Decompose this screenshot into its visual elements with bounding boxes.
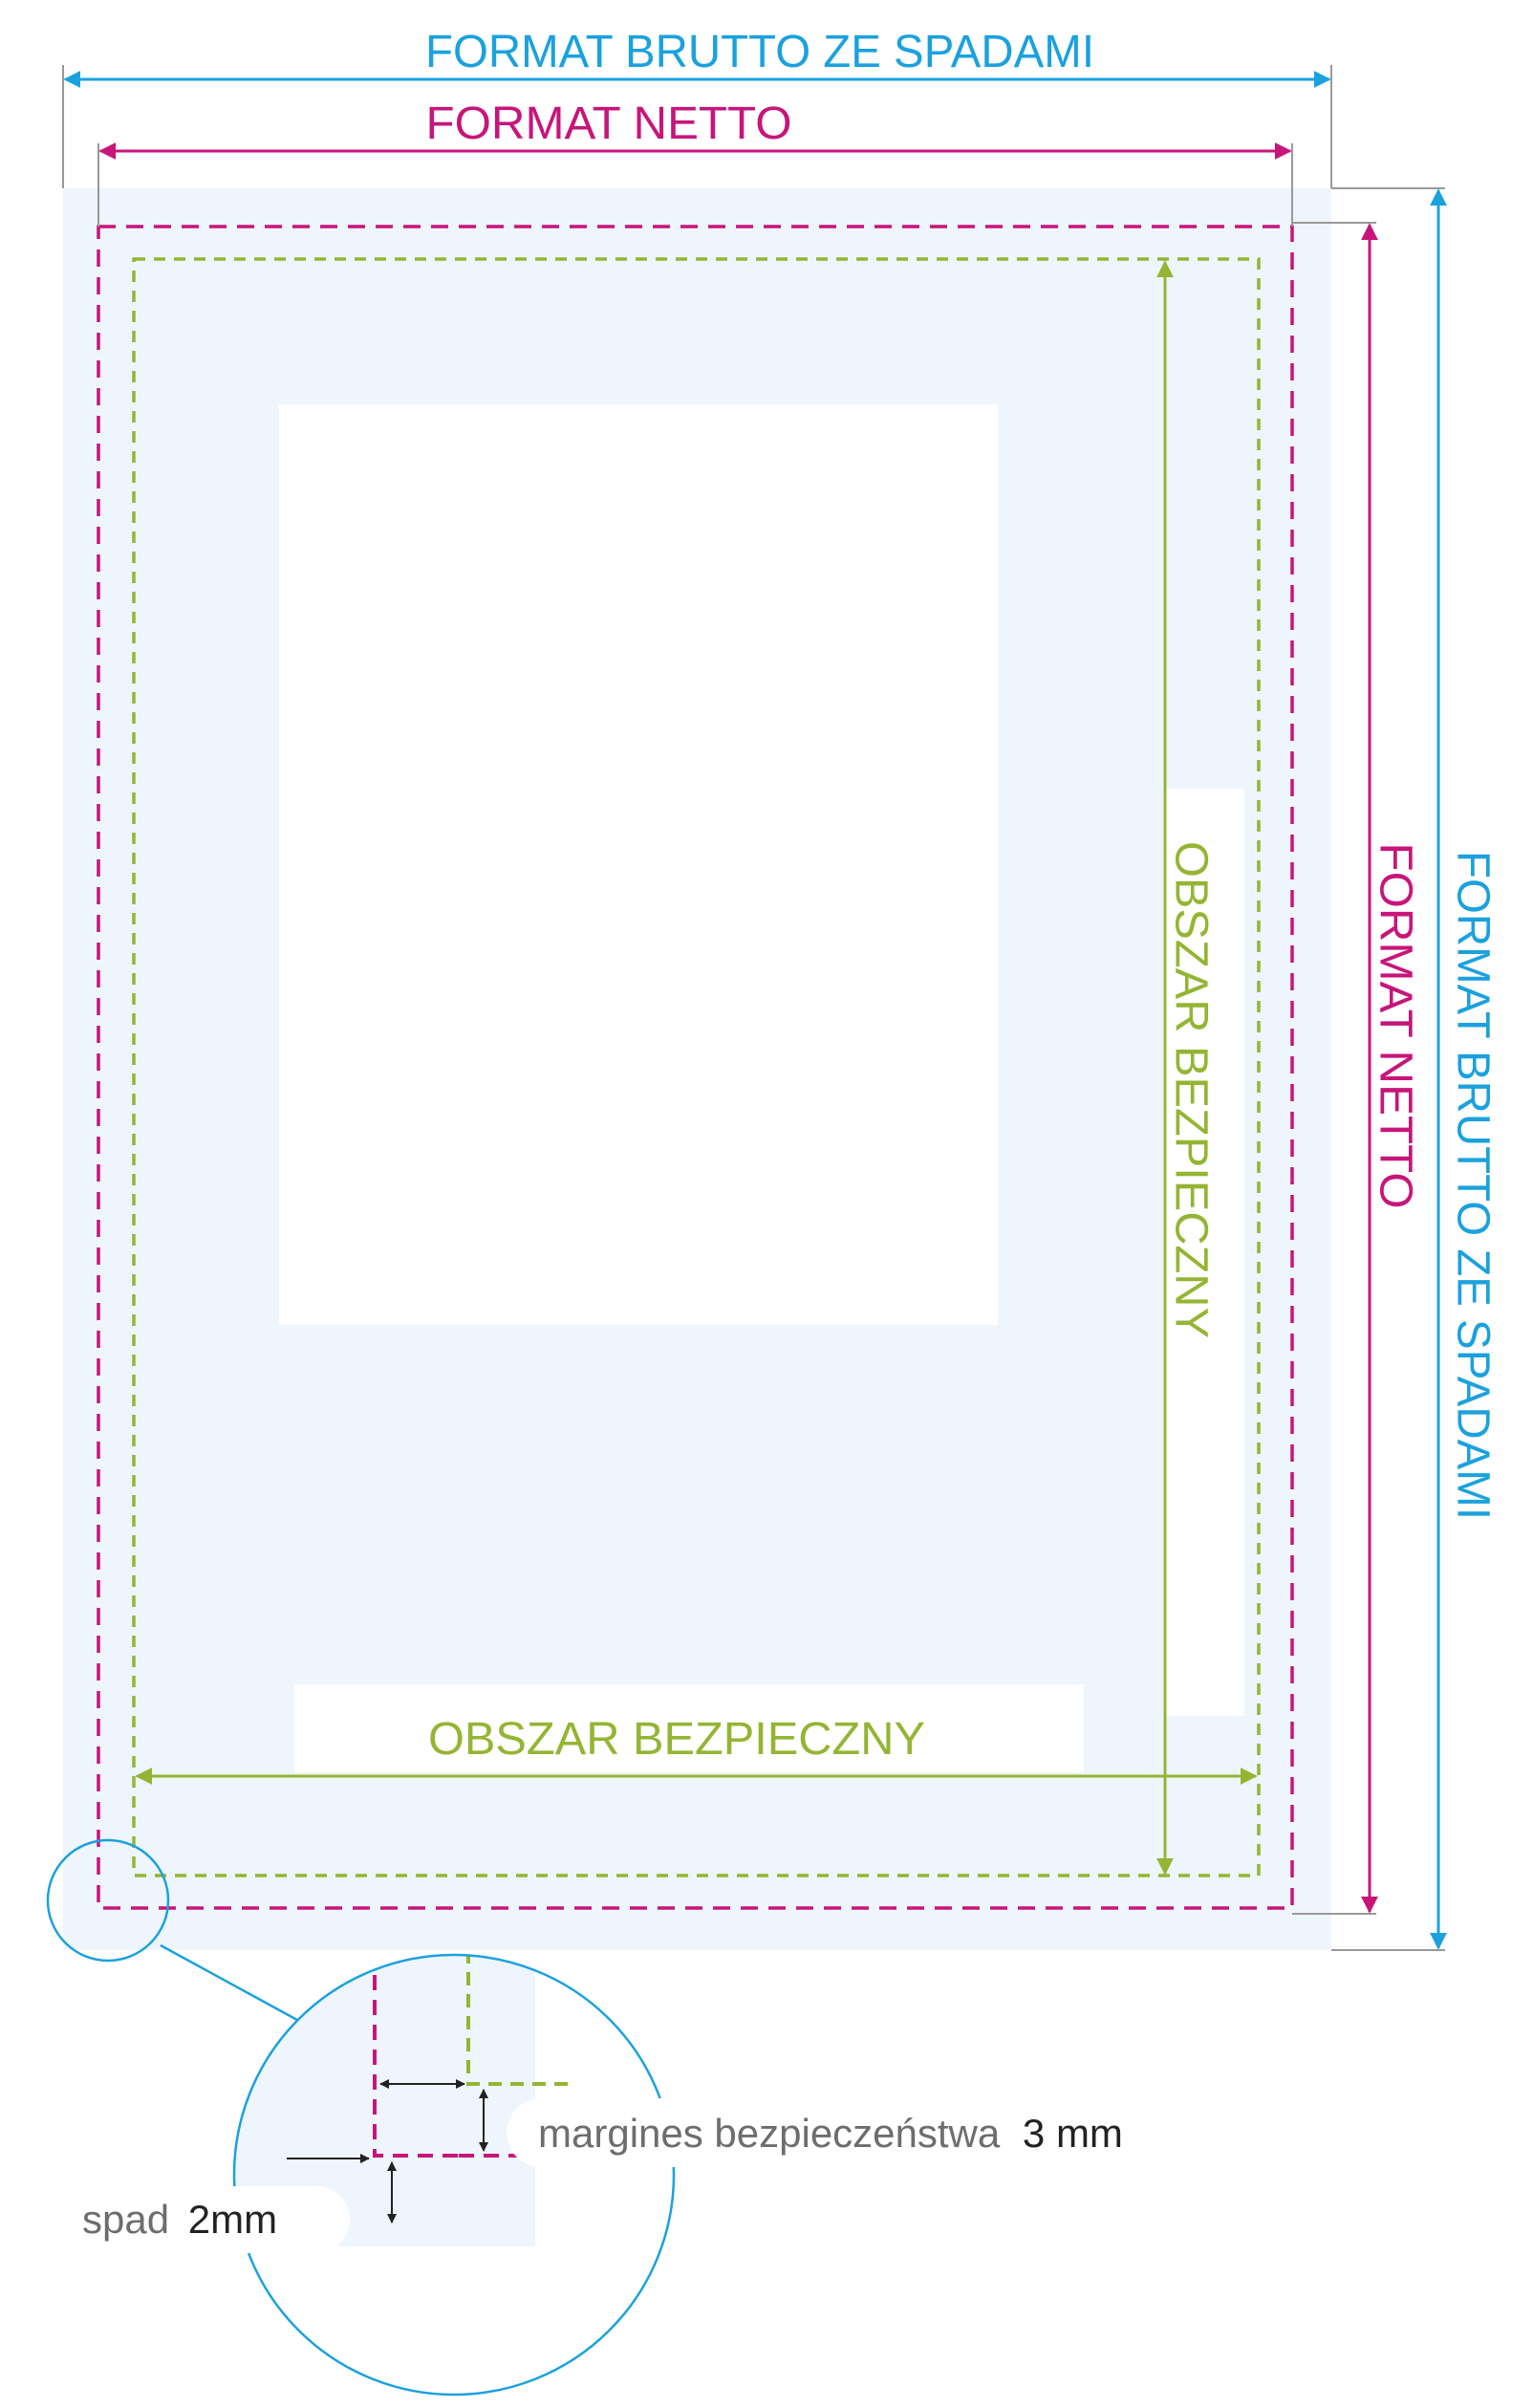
- zoom-circle: [232, 1953, 676, 2397]
- bleed-label-bg: [67, 2186, 350, 2253]
- content-placeholder: [279, 404, 998, 1325]
- bleed-text: spad: [82, 2197, 169, 2242]
- zoom-source-circle: [46, 1838, 170, 1963]
- margin-text: margines bezpieczeństwa: [538, 2111, 1001, 2156]
- bottom-safe-label: OBSZAR BEZPIECZNY: [428, 1714, 925, 1765]
- zoom-connector-line: [160, 1943, 307, 2027]
- side-safe-label: OBSZAR BEZPIECZNY: [1165, 841, 1216, 1338]
- net-width-label: FORMAT NETTO: [426, 98, 792, 149]
- safe-area-frame: [132, 257, 1261, 1877]
- bleed-value: 2mm: [188, 2197, 277, 2242]
- side-gross-label: FORMAT BRUTTO ZE SPADAMI: [1447, 851, 1498, 1520]
- side-net-label: FORMAT NETTO: [1370, 843, 1420, 1209]
- margin-label: margines bezpieczeństwa 3 mm: [538, 2111, 1123, 2156]
- bottom-safe-label-bg: [294, 1684, 1084, 1772]
- net-format-frame: [97, 225, 1294, 1910]
- margin-label-bg: [507, 2098, 1271, 2167]
- margin-value: 3 mm: [1023, 2111, 1123, 2156]
- bleed-label: spad 2mm: [82, 2197, 277, 2242]
- side-safe-label-bg: [1166, 789, 1244, 1716]
- gross-width-label: FORMAT BRUTTO ZE SPADAMI: [425, 27, 1094, 77]
